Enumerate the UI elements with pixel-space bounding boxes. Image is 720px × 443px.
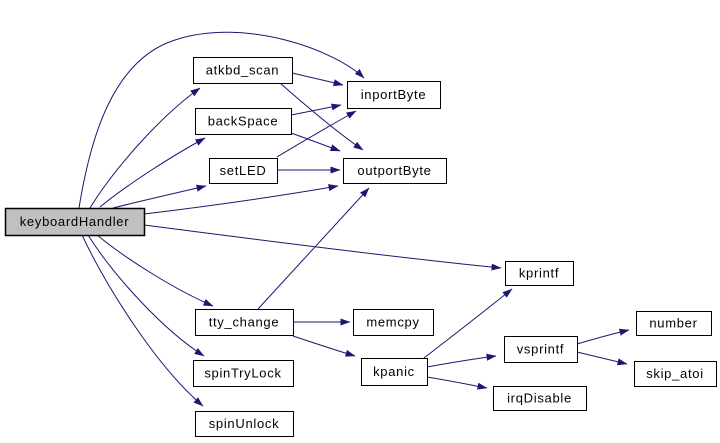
edge-kpanic-to-vsprintf [426, 353, 497, 368]
node-label-spinUnlock: spinUnlock [209, 416, 280, 431]
node-label-memcpy: memcpy [366, 315, 419, 330]
function-box[interactable] [193, 57, 293, 84]
edge-keyboardHandler-to-tty_change [96, 234, 214, 307]
function-box[interactable] [195, 309, 294, 336]
node-label-skip_atoi: skip_atoi [646, 366, 704, 381]
edge-kpanic-to-kprintf [423, 288, 513, 359]
node-label-kpanic: kpanic [373, 364, 415, 379]
current-function-box [4, 207, 146, 237]
edge-kpanic-to-irqDisable [426, 376, 488, 390]
node-number[interactable]: number [636, 311, 712, 336]
node-label-backSpace: backSpace [208, 114, 279, 129]
node-vsprintf[interactable]: vsprintf [504, 336, 578, 363]
function-box[interactable] [353, 309, 434, 336]
edge-keyboardHandler-to-backSpace [99, 137, 206, 208]
edge-keyboardHandler-to-spinTryLock [87, 234, 205, 357]
edge-atkbd_scan-to-inportByte [291, 72, 344, 87]
node-label-vsprintf: vsprintf [517, 342, 565, 357]
node-label-kprintf: kprintf [519, 266, 559, 281]
node-backSpace[interactable]: backSpace [195, 108, 292, 135]
node-label-outportByte: outportByte [357, 163, 431, 178]
edge-tty_change-to-kpanic [292, 335, 356, 357]
function-box[interactable] [634, 361, 717, 387]
node-label-number: number [649, 316, 697, 331]
node-label-inportByte: inportByte [361, 87, 427, 102]
edge-keyboardHandler-to-kprintf [143, 224, 502, 271]
function-box[interactable] [505, 261, 574, 286]
node-atkbd_scan[interactable]: atkbd_scan [193, 57, 293, 84]
edge-atkbd_scan-to-outportByte [279, 82, 364, 151]
function-box[interactable] [193, 360, 294, 387]
node-memcpy[interactable]: memcpy [353, 309, 434, 336]
node-kpanic[interactable]: kpanic [361, 358, 428, 386]
edge-backSpace-to-outportByte [290, 132, 341, 152]
function-box[interactable] [504, 336, 578, 363]
node-outportByte[interactable]: outportByte [343, 158, 447, 184]
function-box[interactable] [493, 386, 587, 411]
function-box[interactable] [195, 108, 292, 135]
node-setLED[interactable]: setLED [209, 158, 278, 184]
node-keyboardHandler: keyboardHandler [4, 207, 146, 237]
edge-keyboardHandler-to-outportByte [143, 184, 339, 215]
node-spinTryLock[interactable]: spinTryLock [193, 360, 294, 387]
edge-backSpace-to-inportByte [290, 103, 342, 116]
edge-keyboardHandler-to-atkbd_scan [89, 87, 201, 209]
function-box[interactable] [361, 358, 428, 386]
edge-keyboardHandler-to-setLED [112, 184, 207, 209]
node-label-tty_change: tty_change [209, 315, 280, 330]
node-label-keyboardHandler: keyboardHandler [20, 214, 130, 229]
edge-setLED-to-inportByte [276, 110, 357, 158]
node-tty_change[interactable]: tty_change [195, 309, 294, 336]
function-box[interactable] [343, 158, 447, 184]
edge-vsprintf-to-skip_atoi [576, 351, 628, 366]
node-spinUnlock[interactable]: spinUnlock [195, 411, 294, 437]
function-box[interactable] [209, 158, 278, 184]
edge-tty_change-to-outportByte [257, 187, 370, 310]
node-label-irqDisable: irqDisable [507, 391, 572, 406]
function-box[interactable] [195, 411, 294, 437]
edge-vsprintf-to-number [576, 328, 630, 345]
node-kprintf[interactable]: kprintf [505, 261, 574, 286]
function-box[interactable] [636, 311, 712, 336]
node-label-setLED: setLED [220, 163, 267, 178]
node-label-spinTryLock: spinTryLock [204, 366, 281, 381]
node-skip_atoi[interactable]: skip_atoi [634, 361, 717, 387]
edge-keyboardHandler-to-inportByte [78, 31, 365, 209]
function-box[interactable] [347, 81, 441, 109]
edge-keyboardHandler-to-spinUnlock [81, 234, 204, 407]
node-label-atkbd_scan: atkbd_scan [206, 63, 280, 78]
node-inportByte[interactable]: inportByte [347, 81, 441, 109]
node-irqDisable[interactable]: irqDisable [493, 386, 587, 411]
